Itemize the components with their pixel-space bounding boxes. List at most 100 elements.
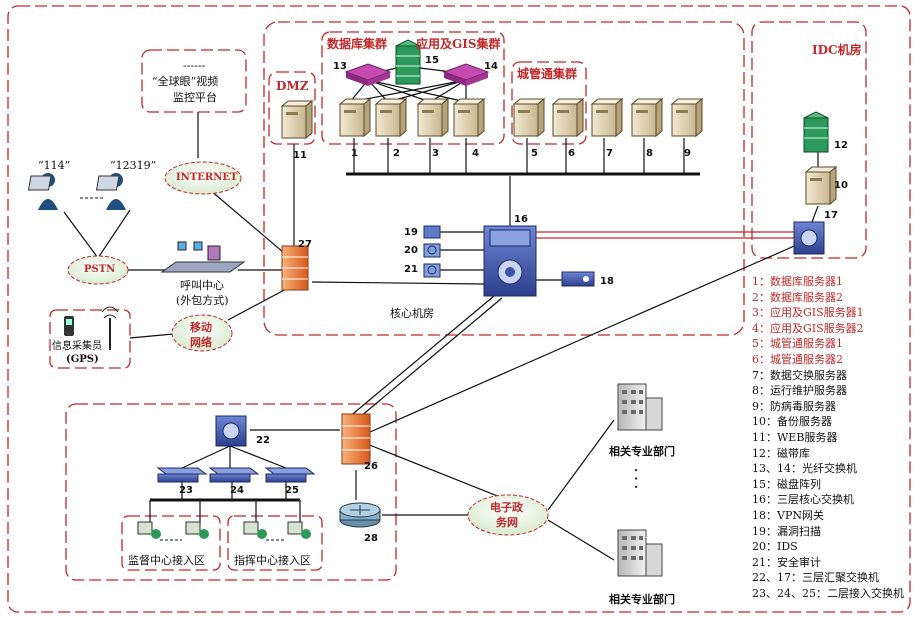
legend-item: 19：漏洞扫描 bbox=[752, 524, 821, 538]
call-center-line1: 呼叫中心 bbox=[180, 279, 224, 292]
legend-item: 5：城管通服务器1 bbox=[752, 337, 843, 351]
building-top-icon bbox=[617, 383, 663, 431]
link-core-firewall26-a bbox=[347, 295, 495, 419]
link-firewall-core bbox=[311, 281, 485, 285]
link-pstn-hotline2 bbox=[97, 209, 131, 259]
security-audit-icon bbox=[423, 263, 441, 278]
mobile-net-line1: 移动 bbox=[190, 321, 212, 334]
legend-item: 20：IDS bbox=[752, 540, 798, 554]
legend-item: 4：应用及GIS服务器2 bbox=[752, 321, 864, 335]
link-egov-dept2 bbox=[547, 519, 615, 561]
node-number: 3 bbox=[432, 148, 439, 159]
disk-array-icon bbox=[395, 39, 421, 85]
hotline-114-label: “114” bbox=[38, 159, 71, 172]
supervise-area-zone bbox=[121, 515, 221, 571]
access-region-zone bbox=[65, 403, 397, 581]
access-switch-23-icon bbox=[156, 467, 208, 483]
link-mobile-firewall bbox=[227, 287, 289, 321]
server-tower-icon bbox=[551, 97, 585, 138]
pstn-label: PSTN bbox=[84, 264, 116, 275]
hotline-12319-label: “12319” bbox=[110, 159, 157, 172]
legend-item: 13、14：光纤交换机 bbox=[752, 462, 857, 476]
core-switch-icon bbox=[483, 225, 537, 297]
node-number: 27 bbox=[298, 239, 312, 250]
node-number: 26 bbox=[364, 461, 378, 472]
node-number: 5 bbox=[531, 148, 538, 159]
router-icon bbox=[339, 502, 381, 528]
node-number: 13 bbox=[333, 61, 347, 72]
link-internet-firewall bbox=[209, 189, 291, 259]
tape-library-icon bbox=[803, 111, 829, 153]
legend-item: 8：运行维护服务器 bbox=[752, 384, 847, 398]
node-number: 15 bbox=[425, 55, 439, 66]
core-room-title: 核心机房 bbox=[390, 307, 434, 320]
server-tower-icon bbox=[452, 97, 486, 138]
vpn-gateway-icon bbox=[561, 271, 595, 287]
pstn-cloud-icon bbox=[67, 255, 129, 285]
legend-item: 16：三层核心交换机 bbox=[752, 493, 854, 507]
command-area-label: 指挥中心接入区 bbox=[234, 554, 311, 567]
node-number: 24 bbox=[230, 485, 244, 496]
node-number: 28 bbox=[364, 533, 378, 544]
node-number: 23 bbox=[179, 485, 193, 496]
urban-cluster-zone bbox=[511, 61, 587, 145]
server-tower-icon bbox=[512, 97, 546, 138]
link-pstn-hotline1 bbox=[63, 211, 99, 259]
link-core-firewall26-b bbox=[353, 297, 503, 423]
building-bottom-icon bbox=[617, 529, 663, 577]
node-number: 1 bbox=[351, 148, 358, 159]
firewall-27-icon bbox=[281, 245, 309, 291]
node-number: 20 bbox=[404, 245, 418, 256]
node-number: 4 bbox=[472, 148, 479, 159]
node-number: 14 bbox=[484, 61, 498, 72]
vulnerability-scan-icon bbox=[423, 225, 441, 239]
server-tower-icon bbox=[630, 97, 664, 138]
legend-item: 10：备份服务器 bbox=[752, 415, 832, 429]
db-cluster-zone bbox=[321, 31, 505, 145]
aggregation-switch-22-icon bbox=[215, 415, 247, 447]
legend-item: 22、17：三层汇聚交换机 bbox=[752, 571, 879, 585]
dmz-title: DMZ bbox=[276, 79, 309, 93]
server-tower-icon bbox=[374, 97, 408, 138]
node-number: 25 bbox=[285, 485, 299, 496]
node-number: 6 bbox=[568, 148, 575, 159]
call-center-line2: (外包方式) bbox=[176, 294, 229, 307]
legend-item: 7：数据交换服务器 bbox=[752, 368, 847, 382]
db-cluster-title: 数据库集群 bbox=[327, 37, 388, 51]
node-number: 16 bbox=[514, 214, 528, 225]
urban-cluster-title: 城管通集群 bbox=[517, 67, 578, 81]
legend-item: 9：防病毒服务器 bbox=[752, 399, 836, 413]
antenna-icon bbox=[101, 306, 119, 350]
node-number: 22 bbox=[256, 435, 270, 446]
node-number: 10 bbox=[834, 180, 848, 191]
dept-ellipsis: · · · bbox=[629, 468, 643, 489]
platform-dashes: ------ bbox=[183, 59, 206, 72]
server-tower-icon bbox=[416, 97, 450, 138]
aggregation-switch-17-icon bbox=[793, 221, 825, 255]
collector-line2: (GPS) bbox=[66, 354, 99, 365]
access-switch-25-icon bbox=[264, 467, 316, 483]
node-number: 21 bbox=[404, 264, 418, 275]
node-number: 19 bbox=[404, 227, 418, 238]
command-area-zone bbox=[227, 515, 323, 571]
legend-item: 15：磁盘阵列 bbox=[752, 477, 821, 491]
node-number: 2 bbox=[393, 148, 400, 159]
link-idc-core bbox=[369, 239, 809, 433]
server-tower-icon bbox=[804, 165, 838, 206]
link-switch22-switch23 bbox=[181, 445, 231, 469]
node-number: 9 bbox=[684, 148, 691, 159]
legend-item: 3：应用及GIS服务器1 bbox=[752, 306, 864, 320]
supervise-area-label: 监督中心接入区 bbox=[128, 554, 205, 567]
outer-boundary bbox=[7, 5, 911, 613]
legend-item: 6：城管通服务器2 bbox=[752, 352, 843, 366]
collector-line1: 信息采集员 bbox=[52, 341, 102, 352]
node-number: 8 bbox=[646, 148, 653, 159]
legend-item: 11：WEB服务器 bbox=[752, 430, 838, 444]
server-tower-icon bbox=[590, 97, 624, 138]
legend-item: 1：数据库服务器1 bbox=[752, 275, 843, 288]
mobile-net-line2: 网络 bbox=[190, 336, 212, 349]
call-center-icon bbox=[160, 241, 246, 273]
